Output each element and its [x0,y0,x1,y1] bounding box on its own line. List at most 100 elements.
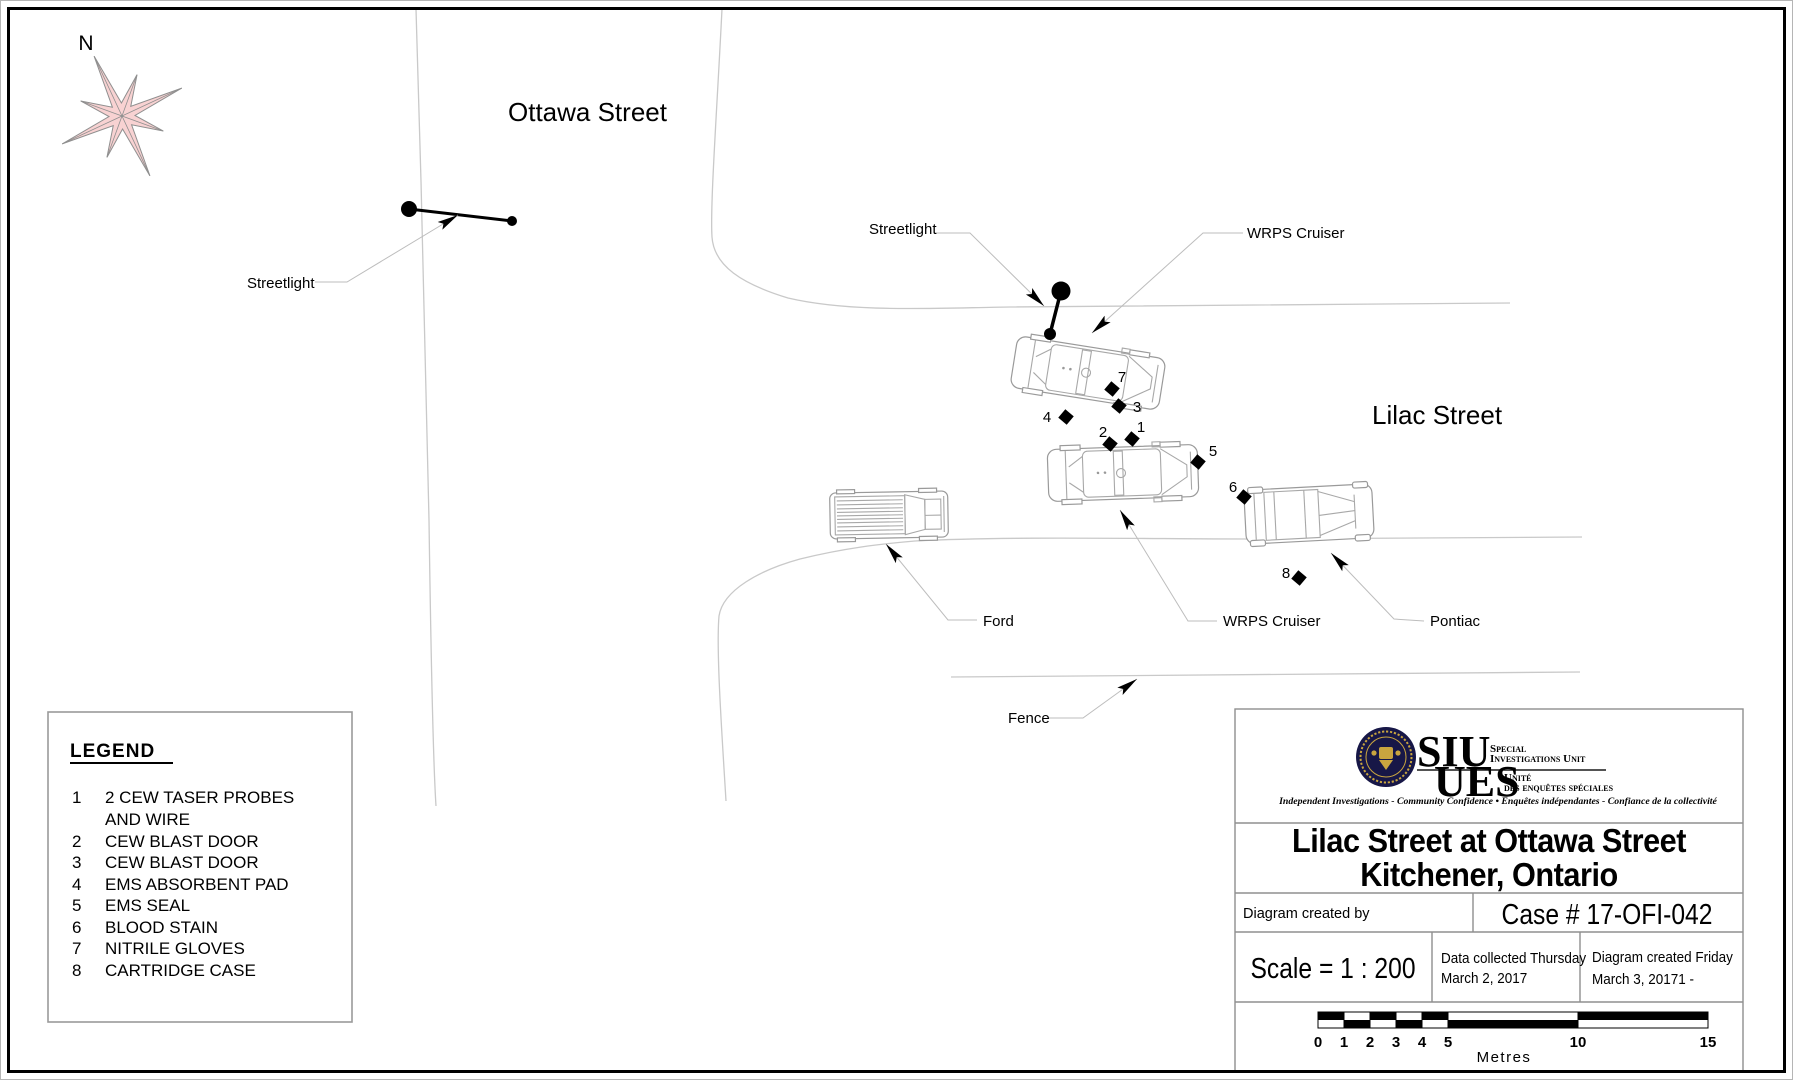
siu-wordmark: SIU [1417,727,1490,776]
siu-badge-inner-ring [1365,736,1407,778]
diagram-title-line2: Kitchener, Ontario [1360,856,1618,893]
evidence-marker-2: 2 [1099,424,1118,452]
legend-row: 6 BLOOD STAIN [72,918,218,937]
evidence-marker-number: 5 [1209,443,1217,460]
page-border [7,7,1786,1073]
ottawa-street-west-curb [415,8,437,807]
legend-row: 2 CEW BLAST DOOR [72,832,259,851]
evidence-diamond-icon [1102,436,1118,452]
evidence-marker-number: 7 [1118,369,1126,386]
title-block-row-lines [1235,822,1743,1003]
streetlight-right-icon [1044,281,1071,340]
fence-line [950,671,1581,678]
legend-row-text: BLOOD STAIN [105,918,218,937]
evidence-diamond-icon [1104,381,1120,397]
siu-tagline: Independent Investigations - Community C… [1278,796,1717,807]
case-number: Case # 17-OFI-042 [1502,898,1713,930]
legend-rows: 1 2 CEW TASER PROBES AND WIRE 2 CEW BLAS… [72,788,294,980]
evidence-diamond-icon [1190,454,1206,470]
legend-row-number: 2 [72,832,81,851]
scale-bar-blocks [1318,1012,1708,1028]
leader-cruiser-bottom [1119,509,1217,622]
evidence-marker-number: 8 [1282,565,1290,582]
legend-row-number: 7 [72,939,81,958]
legend-row: 8 CARTRIDGE CASE [72,961,256,980]
siu-fr-line2: des enquêtes spéciales [1504,782,1614,794]
siu-logo: SIU UES Special Investigations Unit Unit… [1278,727,1718,807]
scale-tick: 0 [1314,1034,1322,1051]
legend-box: LEGEND 1 2 CEW TASER PROBES AND WIRE 2 C… [47,711,353,1023]
siu-badge-crest-icon [1371,747,1401,770]
callout-streetlight-left: Streetlight [247,275,315,292]
evidence-marker-6: 6 [1229,479,1252,505]
diagram-created-line2: March 3, 20171 - [1592,971,1694,988]
evidence-marker-5: 5 [1190,443,1217,470]
data-collected-line1: Data collected Thursday [1441,950,1586,967]
legend-row-text: EMS ABSORBENT PAD [105,875,289,894]
compass-north-label: N [78,32,93,55]
callout-fence: Fence [1008,710,1050,727]
legend-title: LEGEND [70,741,155,762]
siu-en-line2: Investigations Unit [1490,753,1586,765]
evidence-marker-number: 1 [1137,419,1145,436]
scale-bar-tick-labels: 0 1 2 3 4 5 10 15 [1314,1034,1717,1051]
leader-streetlight-right [934,232,1045,307]
leader-pontiac [1330,552,1425,622]
data-collected-line2: March 2, 2017 [1441,970,1527,987]
compass-rose: N [61,32,183,177]
wrps-cruiser-bottom-vehicle [1046,439,1200,507]
ues-wordmark: UES [1434,757,1520,806]
leader-fence [1049,678,1138,719]
scale-bar-outline [1317,1011,1709,1029]
legend-row-number: 5 [72,896,81,915]
compass-star-icon [61,55,183,177]
scale-tick: 15 [1700,1034,1717,1051]
evidence-marker-7: 7 [1104,369,1126,397]
wrps-cruiser-top-vehicle [1008,331,1168,415]
scale-bar-dividers [1343,1012,1579,1028]
callout-ford: Ford [983,613,1014,630]
legend-row: 1 2 CEW TASER PROBES [72,788,294,807]
legend-row-number: 1 [72,788,81,807]
created-by-label: Diagram created by [1243,906,1370,922]
evidence-diamond-icon [1124,431,1140,447]
leader-streetlight-left [315,214,459,283]
scale-tick: 4 [1418,1034,1427,1051]
legend-row-text: CEW BLAST DOOR [105,853,259,872]
callout-leaders [315,214,1425,719]
legend-row-text: CEW BLAST DOOR [105,832,259,851]
legend-row-number: 4 [72,875,81,894]
evidence-marker-1: 1 [1124,419,1145,447]
scale-tick: 10 [1570,1034,1587,1051]
legend-row-text: AND WIRE [105,810,190,829]
title-block: SIU UES Special Investigations Unit Unit… [1234,708,1744,1072]
scale-bar-unit-label: Metres [1477,1049,1532,1066]
scale-tick: 1 [1340,1034,1348,1051]
legend-row: 3 CEW BLAST DOOR [72,853,259,872]
streetlight-left-icon [401,201,517,226]
road-lines [415,8,1583,807]
legend-row: 7 NITRILE GLOVES [72,939,245,958]
legend-row: 4 EMS ABSORBENT PAD [72,875,289,894]
evidence-diamond-icon [1236,489,1252,505]
scale-tick: 2 [1366,1034,1374,1051]
scale-bar: 0 1 2 3 4 5 10 15 Metres [1314,1011,1717,1066]
ottawa-lilac-north-curb [711,8,1511,310]
leader-cruiser-top [1091,232,1243,334]
siu-en-line1: Special [1490,743,1526,755]
ottawa-street-label: Ottawa Street [508,97,668,127]
legend-row-text: CARTRIDGE CASE [105,961,256,980]
leader-ford [885,543,977,621]
evidence-marker-8: 8 [1282,565,1307,586]
ford-truck-vehicle [828,487,950,543]
ottawa-lilac-south-curb [717,536,1583,802]
callout-pontiac: Pontiac [1430,613,1481,630]
evidence-marker-number: 6 [1229,479,1237,496]
siu-fr-line1: Unité [1504,772,1532,784]
legend-row-text: NITRILE GLOVES [105,939,245,958]
scale-tick: 3 [1392,1034,1400,1051]
diagram-title-line1: Lilac Street at Ottawa Street [1292,822,1687,859]
evidence-diamond-icon [1058,409,1074,425]
